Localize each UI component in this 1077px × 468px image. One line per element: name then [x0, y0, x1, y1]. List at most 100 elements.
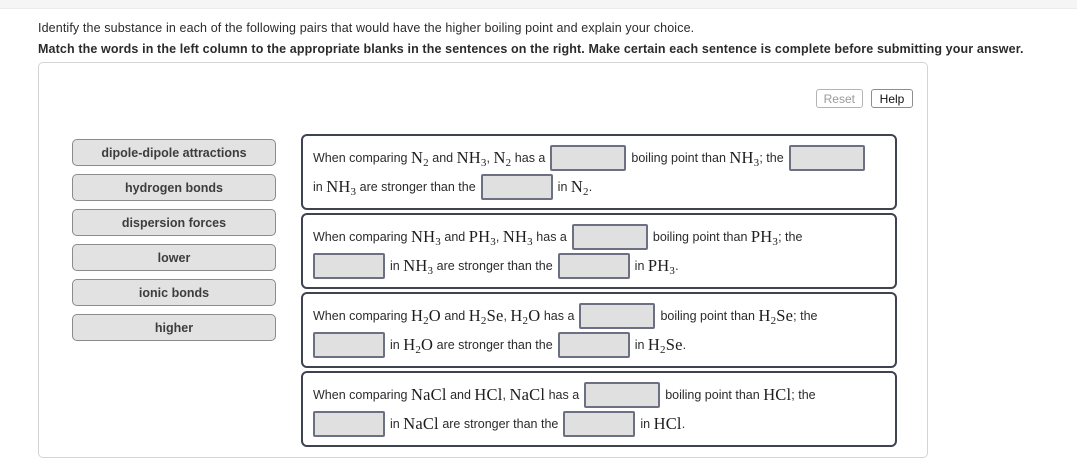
sentence-text: ; the — [793, 309, 818, 323]
word-bank: dipole-dipole attractions hydrogen bonds… — [72, 139, 276, 349]
chemical-formula: NaCl — [403, 414, 439, 433]
chemical-formula: NH3 — [502, 226, 533, 248]
chemical-formula: N2 — [410, 147, 429, 169]
reset-button[interactable]: Reset — [815, 89, 863, 108]
sentence-text: and — [440, 230, 469, 244]
word-bank-item-ionic-bonds[interactable]: ionic bonds — [72, 279, 276, 306]
sentence-text: in — [390, 259, 404, 273]
sentence-text: , — [486, 151, 494, 165]
sentence-text: , — [503, 309, 511, 323]
sentence-text: boiling point than — [665, 388, 764, 402]
chemical-formula: H2Se — [468, 305, 504, 327]
chemical-formula: NH3 — [410, 226, 441, 248]
answer-blank-blank2[interactable] — [788, 145, 865, 171]
chemical-formula: PH3 — [647, 255, 676, 277]
sentence-row: When comparing H2O and H2Se, H2O has a bo… — [301, 292, 897, 368]
chemical-formula: PH3 — [750, 226, 779, 248]
sentence-text: . — [681, 417, 686, 431]
sentence-text: has a — [540, 309, 575, 323]
sentence-text: When comparing — [313, 388, 411, 402]
exercise-panel: Reset Help dipole-dipole attractions hyd… — [38, 62, 928, 458]
word-bank-item-lower[interactable]: lower — [72, 244, 276, 271]
sentence-text: has a — [511, 151, 546, 165]
answer-blank-blank1[interactable] — [571, 224, 648, 250]
sentence-list: When comparing N2 and NH3, N2 has a boili… — [301, 134, 897, 450]
sentence-line-1: When comparing H2O and H2Se, H2O has a bo… — [313, 303, 885, 329]
word-bank-item-dipole-dipole-attractions[interactable]: dipole-dipole attractions — [72, 139, 276, 166]
sentence-row: When comparing NH3 and PH3, NH3 has a boi… — [301, 213, 897, 289]
answer-blank-blank1[interactable] — [550, 145, 627, 171]
prompt-primary: Identify the substance in each of the fo… — [38, 21, 695, 35]
sentence-text: in — [640, 417, 654, 431]
answer-blank-blank1[interactable] — [579, 303, 656, 329]
sentence-text: , — [502, 388, 510, 402]
sentence-line-2: in NaCl are stronger than the in HCl. — [313, 411, 885, 437]
sentence-text: are stronger than the — [433, 338, 553, 352]
word-bank-item-dispersion-forces[interactable]: dispersion forces — [72, 209, 276, 236]
sentence-text: ; the — [791, 388, 816, 402]
answer-blank-blank2[interactable] — [313, 253, 385, 279]
word-bank-item-hydrogen-bonds[interactable]: hydrogen bonds — [72, 174, 276, 201]
answer-blank-blank2[interactable] — [313, 411, 385, 437]
browser-top-strip — [0, 0, 1077, 9]
sentence-text: in — [557, 180, 571, 194]
sentence-text: . — [675, 259, 679, 273]
chemical-formula: NH3 — [456, 147, 487, 169]
sentence-text: in — [313, 180, 327, 194]
sentence-row: When comparing N2 and NH3, N2 has a boili… — [301, 134, 897, 210]
chemical-formula: HCl — [653, 414, 682, 433]
sentence-text: has a — [545, 388, 580, 402]
sentence-line-1: When comparing NH3 and PH3, NH3 has a boi… — [313, 224, 885, 250]
answer-blank-blank3[interactable] — [557, 332, 630, 358]
sentence-line-1: When comparing N2 and NH3, N2 has a boili… — [313, 145, 885, 171]
answer-blank-blank3[interactable] — [563, 411, 636, 437]
sentence-line-1: When comparing NaCl and HCl, NaCl has a b… — [313, 382, 885, 408]
sentence-text: ; the — [759, 151, 784, 165]
sentence-text: and — [440, 309, 469, 323]
sentence-text: has a — [532, 230, 567, 244]
sentence-text: and — [428, 151, 457, 165]
sentence-text: . — [588, 180, 593, 194]
chemical-formula: H2Se — [647, 334, 683, 356]
sentence-row: When comparing NaCl and HCl, NaCl has a b… — [301, 371, 897, 447]
chemical-formula: HCl — [763, 385, 792, 404]
sentence-text: When comparing — [313, 230, 411, 244]
chemical-formula: NaCl — [410, 385, 447, 404]
chemical-formula: NH3 — [326, 176, 357, 198]
chemical-formula: H2O — [510, 305, 541, 327]
chemical-formula: H2O — [410, 305, 441, 327]
sentence-text: When comparing — [313, 309, 411, 323]
sentence-text: are stronger than the — [433, 259, 553, 273]
sentence-text: in — [390, 338, 404, 352]
sentence-text: boiling point than — [660, 309, 759, 323]
answer-blank-blank3[interactable] — [557, 253, 630, 279]
sentence-text: and — [446, 388, 475, 402]
answer-blank-blank3[interactable] — [480, 174, 553, 200]
chemical-formula: N2 — [570, 176, 589, 198]
word-bank-item-higher[interactable]: higher — [72, 314, 276, 341]
chemical-formula: NH3 — [729, 147, 760, 169]
chemical-formula: H2Se — [758, 305, 794, 327]
chemical-formula: NaCl — [509, 385, 546, 404]
help-button[interactable]: Help — [871, 89, 913, 108]
sentence-text: in — [634, 259, 648, 273]
chemical-formula: N2 — [493, 147, 512, 169]
chemical-formula: HCl — [474, 385, 503, 404]
answer-blank-blank2[interactable] — [313, 332, 385, 358]
prompt-instruction: Match the words in the left column to th… — [38, 42, 1024, 56]
sentence-text: in — [390, 417, 404, 431]
sentence-text: boiling point than — [652, 230, 751, 244]
chemical-formula: NH3 — [403, 255, 434, 277]
toolbar: Reset Help — [815, 89, 913, 108]
sentence-line-2: in H2O are stronger than the in H2Se. — [313, 332, 885, 358]
sentence-text: are stronger than the — [356, 180, 476, 194]
answer-blank-blank1[interactable] — [584, 382, 661, 408]
sentence-line-2: in NH3 are stronger than the in PH3. — [313, 253, 885, 279]
sentence-text: boiling point than — [631, 151, 730, 165]
sentence-text: . — [682, 338, 687, 352]
chemical-formula: H2O — [403, 334, 434, 356]
sentence-text: , — [495, 230, 503, 244]
sentence-text: are stronger than the — [438, 417, 559, 431]
sentence-text: When comparing — [313, 151, 411, 165]
sentence-text: in — [634, 338, 648, 352]
